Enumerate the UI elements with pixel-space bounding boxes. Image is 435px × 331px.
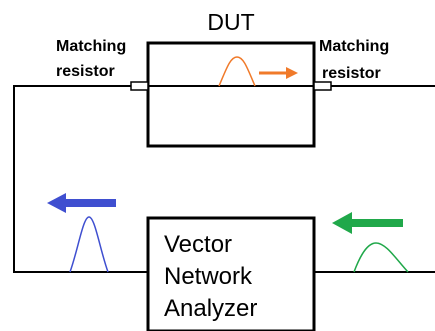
matching-resistor-right-line1: Matching [319, 38, 389, 55]
vna-label-line3: Analyzer [164, 295, 257, 322]
left-loop-wire [13, 85, 148, 273]
incident-arrow-icon [259, 67, 298, 79]
transmitted-pulse [353, 242, 409, 273]
vna-label-line2: Network [164, 263, 253, 290]
reflected-pulse [69, 216, 109, 273]
reflected-arrow-icon [47, 193, 116, 213]
dut-label: DUT [207, 9, 254, 35]
matching-resistor-left [130, 81, 149, 91]
vna-box [146, 216, 316, 331]
matching-resistor-right-line2: resistor [322, 65, 381, 82]
transmitted-arrow-icon [332, 212, 403, 234]
dut-box [146, 41, 316, 148]
matching-resistor-left-line1: Matching [56, 38, 126, 55]
matching-resistor-right [313, 81, 332, 91]
incident-pulse [218, 56, 256, 87]
matching-resistor-left-line2: resistor [56, 63, 115, 80]
vna-label-line1: Vector [164, 231, 232, 258]
